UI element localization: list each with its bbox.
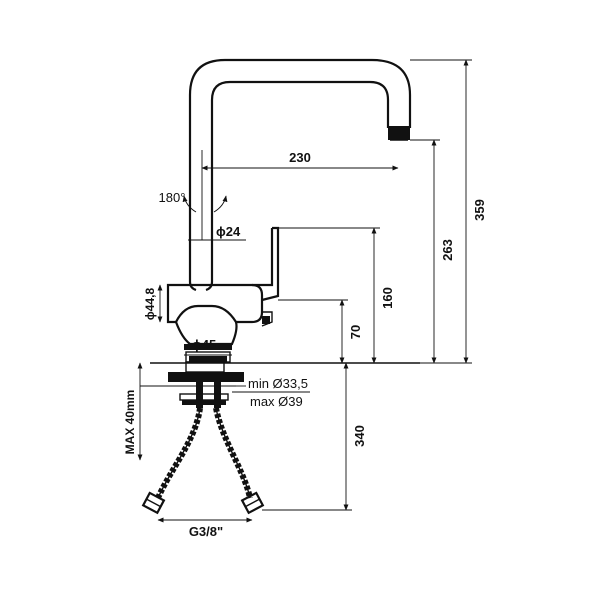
labels: 230 359 263 160 70 340 ϕ24 ϕ44,8 ϕ45 min…	[123, 150, 487, 539]
label-160: 160	[380, 287, 395, 309]
label-359: 359	[472, 199, 487, 221]
spout-inner	[210, 80, 390, 282]
label-24-value: 24	[226, 224, 241, 239]
mixer-body	[166, 283, 264, 324]
label-44-8-value: 44,8	[143, 287, 157, 311]
base-collar-top	[184, 344, 232, 350]
fitting-right	[240, 491, 265, 515]
label-24: ϕ24	[216, 224, 241, 239]
label-263: 263	[440, 239, 455, 261]
threaded-rod-left	[196, 382, 203, 408]
label-hole-max: max Ø39	[250, 394, 303, 409]
rotation-arrow-left	[182, 195, 197, 213]
lock-nut	[182, 400, 226, 405]
fitting-left	[141, 491, 166, 515]
label-g38: G3/8"	[189, 524, 223, 539]
label-max40: MAX 40mm	[123, 390, 137, 455]
diameter-symbol: ϕ	[143, 311, 157, 320]
label-45: ϕ45	[192, 337, 216, 352]
label-rotation: 180°	[159, 190, 186, 205]
label-340: 340	[352, 425, 367, 447]
lever-pivot	[262, 316, 270, 324]
base-collar-fill	[189, 356, 227, 362]
spout-outer	[188, 58, 412, 282]
flexible-hoses	[141, 407, 265, 515]
label-70: 70	[348, 325, 363, 339]
diameter-symbol: ϕ	[216, 224, 226, 239]
fixing-nut	[185, 361, 225, 373]
diameter-symbol: ϕ	[192, 337, 202, 352]
dimension-lines	[137, 59, 472, 523]
spout-joint	[188, 281, 214, 292]
aerator	[388, 126, 410, 140]
label-230: 230	[289, 150, 311, 165]
label-hole-min: min Ø33,5	[248, 376, 308, 391]
label-45-value: 45	[202, 337, 216, 352]
threaded-rod-right	[214, 382, 221, 408]
rotation-arrow-right	[213, 195, 228, 213]
faucet-outline	[166, 58, 412, 363]
fixing-plate	[168, 372, 244, 382]
lever-handle	[261, 226, 280, 302]
label-44-8: ϕ44,8	[143, 287, 157, 320]
hose-left-core	[157, 407, 201, 499]
hose-right-core	[215, 407, 251, 499]
lever-base	[252, 228, 274, 287]
